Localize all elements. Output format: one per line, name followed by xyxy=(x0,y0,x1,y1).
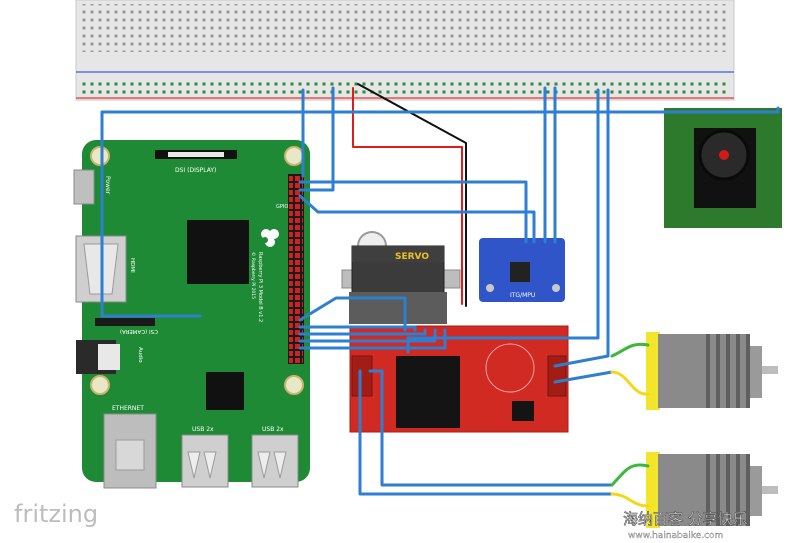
motor-driver xyxy=(349,325,569,433)
watermark-text: 海纳百客 分享快乐 xyxy=(623,510,748,528)
power-port xyxy=(73,169,95,205)
wire-driver-4 xyxy=(298,328,437,343)
csi-camera-connector xyxy=(95,318,155,326)
dsi-label: DSI (DISPLAY) xyxy=(175,167,216,174)
usb2-label: USB 2x xyxy=(262,426,284,433)
power-label: Power xyxy=(104,176,111,195)
cpu-chip xyxy=(187,220,249,284)
motor2-green-lead xyxy=(610,463,650,487)
imu-label: ITG/MPU xyxy=(510,292,535,299)
wire-motor2-b xyxy=(368,369,614,487)
dc-motor-1 xyxy=(646,332,778,410)
camera-module xyxy=(664,108,782,228)
ethernet-label: ETHERNET xyxy=(112,405,144,412)
usb-port-1 xyxy=(181,434,229,488)
wires xyxy=(100,83,780,508)
servo-label: SERVO xyxy=(395,252,429,262)
watermark-url: www.hainabaike.com xyxy=(628,531,723,541)
fritzing-logo: fritzing xyxy=(14,500,98,528)
wire-driver-1 xyxy=(298,296,407,332)
raspberry-pi-board: Power DSI (DISPLAY) HDMI CSI (CAMERA) Au… xyxy=(73,140,310,489)
motor2-yellow-lead xyxy=(610,492,650,508)
red-wire xyxy=(352,87,463,305)
wire-motor2-a xyxy=(358,369,614,496)
wire-driver-power-2 xyxy=(553,88,610,368)
wire-driver-2 xyxy=(298,325,417,332)
wire-camera-bus xyxy=(100,106,780,114)
wire-motor1-a xyxy=(553,370,614,384)
usb-lan-chip xyxy=(206,372,244,410)
wire-imu-2 xyxy=(298,194,536,244)
camera-lens-icon xyxy=(719,150,729,160)
usb-port-2 xyxy=(251,434,299,488)
wire-gpio-b xyxy=(298,86,335,192)
raspberry-logo-icon xyxy=(261,229,279,247)
wire-left-camera xyxy=(100,110,202,318)
servo-motor: SERVO xyxy=(341,231,461,324)
audio-label: Audio xyxy=(137,347,143,363)
wire-driver-power-1 xyxy=(406,88,600,354)
motor1-yellow-lead xyxy=(610,370,650,396)
wire-driver-3 xyxy=(298,328,427,336)
imu-sensor: ITG/MPU xyxy=(479,238,565,302)
wire-driver-5 xyxy=(298,328,447,350)
dc-motor-2 xyxy=(646,452,778,528)
black-wire xyxy=(357,83,467,307)
motor1-green-lead xyxy=(610,342,650,358)
csi-label: CSI (CAMERA) xyxy=(120,328,158,334)
hdmi-label: HDMI xyxy=(129,258,135,273)
breadboard xyxy=(75,0,735,101)
usb1-label: USB 2x xyxy=(192,426,214,433)
model-text: Raspberry Pi 3 Model B v1.2 xyxy=(257,252,263,322)
copyright-text: © Raspberry Pi 2015 xyxy=(250,252,257,299)
gpio-label: GPIO xyxy=(276,204,288,210)
